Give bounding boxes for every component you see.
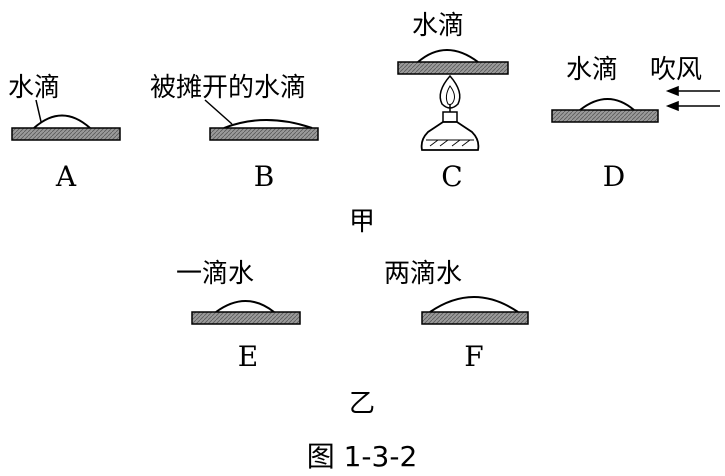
panel-c-flame-inner	[445, 85, 455, 105]
panel-e-water-drop	[215, 300, 275, 313]
panel-c-lamp-liquid-hatch	[429, 139, 471, 147]
panel-c: 水滴 C	[397, 11, 509, 193]
panel-b-spread-water	[223, 119, 313, 129]
panel-b-plate	[209, 127, 319, 141]
panel-e-plate	[191, 311, 301, 325]
group-yi-caption: 乙	[349, 389, 375, 419]
panel-a-annotation: 水滴	[8, 73, 60, 103]
panel-c-water-drop	[417, 49, 479, 63]
panel-a-water-drop	[33, 114, 91, 129]
panel-c-flame	[439, 74, 461, 109]
panel-a-label: A	[55, 160, 77, 193]
panel-d-plate	[551, 109, 659, 123]
panel-a: 水滴 A	[8, 73, 121, 193]
panel-f-label: F	[464, 340, 483, 373]
panel-f: 两滴水 F	[384, 259, 529, 373]
panel-f-plate	[421, 311, 529, 325]
panel-e-annotation: 一滴水	[176, 259, 254, 289]
panel-c-alcohol-lamp	[420, 121, 480, 151]
panel-b-leader-line	[204, 99, 233, 125]
panel-d-water-drop	[579, 98, 635, 111]
panel-e: 一滴水 E	[176, 259, 301, 373]
panel-c-lamp-neck	[442, 111, 458, 123]
panel-d-label: D	[603, 160, 625, 193]
figure-number: 图 1-3-2	[307, 440, 418, 473]
panel-d: 水滴 吹风 D	[551, 55, 720, 193]
panel-a-plate	[11, 127, 121, 141]
panel-c-annotation: 水滴	[412, 11, 464, 41]
panel-e-label: E	[238, 340, 258, 373]
panel-c-plate	[397, 61, 509, 75]
group-jia-caption: 甲	[349, 207, 375, 237]
panel-f-water-drop	[429, 296, 519, 313]
panel-f-annotation: 两滴水	[384, 259, 462, 289]
panel-b-label: B	[254, 160, 275, 193]
panel-b: 被摊开的水滴 B	[150, 73, 319, 193]
panel-d-annotation: 水滴	[566, 55, 618, 85]
panel-d-wind-label: 吹风	[650, 55, 702, 85]
wind-arrows-icon	[665, 85, 720, 112]
panel-c-label: C	[441, 160, 462, 193]
panel-b-annotation: 被摊开的水滴	[150, 73, 306, 103]
